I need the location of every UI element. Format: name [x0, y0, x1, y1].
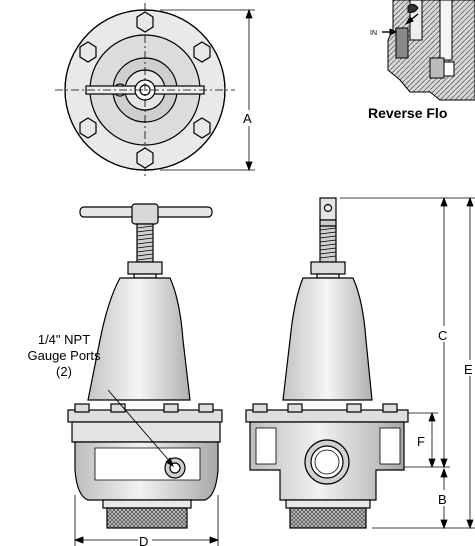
jam-nut [127, 261, 163, 275]
bottom-cap [106, 507, 188, 529]
top-view [55, 3, 235, 177]
bolt-upper-right [193, 41, 211, 63]
reverse-flow-cutaway [382, 0, 475, 101]
gauge-port-leader [107, 389, 174, 468]
bolt-top [136, 11, 154, 33]
side-bottom-cap [289, 507, 367, 529]
bolt-upper-left [79, 41, 97, 63]
gauge-ports-line3: (2) [56, 364, 72, 379]
side-bonnet [282, 277, 373, 401]
side-view [245, 197, 409, 529]
bonnet [87, 277, 191, 401]
front-view [67, 203, 223, 529]
bolt-lower-right [193, 117, 211, 139]
dim-f-label: F [417, 434, 425, 449]
dim-c-label: C [438, 328, 447, 343]
flange-outline [64, 9, 226, 171]
reverse-flow-caption: Reverse Flo [368, 105, 447, 121]
handle-hub [131, 203, 159, 225]
dim-b-label: B [438, 492, 447, 507]
bolt-lower-left [79, 117, 97, 139]
gauge-ports-line1: 1/4" NPT [38, 332, 90, 347]
dim-e-label: E [464, 362, 473, 377]
gauge-ports-line2: Gauge Ports [28, 348, 101, 363]
dim-a-label: A [243, 111, 252, 126]
bolt-bottom [136, 147, 154, 169]
dim-d-label: D [139, 534, 148, 546]
in-label: IN [370, 30, 377, 37]
dimension-a [160, 8, 255, 172]
